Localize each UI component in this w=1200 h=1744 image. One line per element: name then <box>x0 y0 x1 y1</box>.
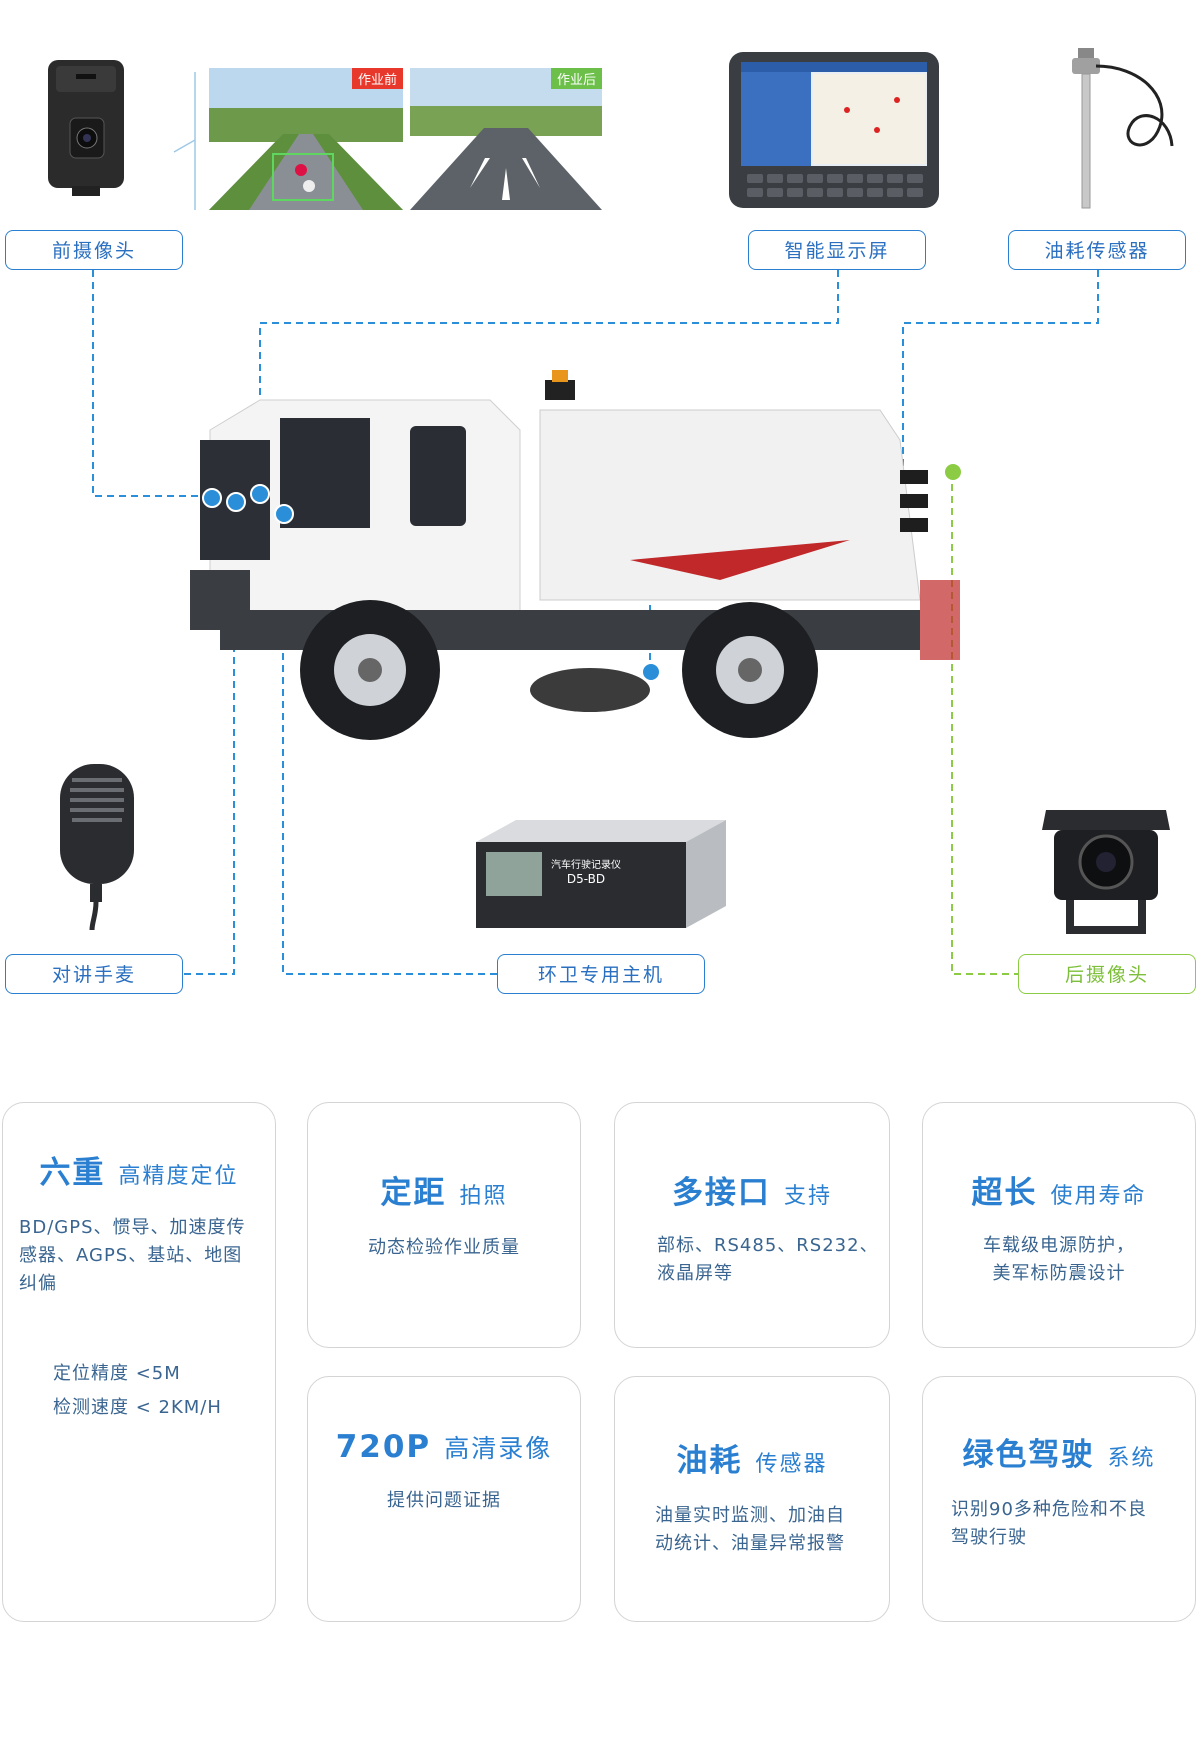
card-positioning-big: 六重 <box>39 1155 106 1191</box>
card-video-head: 720P 高清录像 <box>308 1429 580 1465</box>
card-fuel-desc1: 油量实时监测、加油自 <box>655 1505 845 1526</box>
card-video-desc1: 提供问题证据 <box>387 1490 501 1511</box>
dot-5 <box>641 662 661 682</box>
label-intercom-mic: 对讲手麦 <box>5 954 183 994</box>
label-fuel-sensor: 油耗传感器 <box>1008 230 1186 270</box>
dot-2 <box>226 492 246 512</box>
card-positioning-spec1: 定位精度 <5M <box>53 1363 181 1384</box>
card-lifetime-desc2: 美军标防震设计 <box>992 1263 1126 1284</box>
card-fuel: 油耗 传感器 油量实时监测、加油自 动统计、油量异常报警 <box>614 1376 890 1622</box>
card-lifetime-small: 使用寿命 <box>1050 1184 1147 1209</box>
label-rear-camera: 后摄像头 <box>1018 954 1196 994</box>
smart-display-image <box>727 50 941 210</box>
card-lifetime: 超长 使用寿命 车载级电源防护， 美军标防震设计 <box>922 1102 1196 1348</box>
card-interface-desc2: 液晶屏等 <box>657 1263 733 1284</box>
card-positioning-head: 六重 高精度定位 <box>3 1147 275 1192</box>
card-photo-head: 定距 拍照 <box>308 1167 580 1212</box>
card-photo-desc1: 动态检验作业质量 <box>368 1237 520 1258</box>
card-driving-head: 绿色驾驶 系统 <box>923 1429 1195 1474</box>
card-interface-desc1: 部标、RS485、RS232、 <box>657 1235 879 1256</box>
label-host-unit: 环卫专用主机 <box>497 954 705 994</box>
card-fuel-big: 油耗 <box>676 1443 743 1479</box>
card-interface-head: 多接口 支持 <box>615 1167 889 1212</box>
after-work-tag: 作业后 <box>550 68 602 89</box>
card-fuel-desc2: 动统计、油量异常报警 <box>655 1533 845 1554</box>
before-work-tag: 作业前 <box>351 68 403 89</box>
rear-camera-image <box>1036 806 1176 940</box>
card-driving: 绿色驾驶 系统 识别90多种危险和不良 驾驶行驶 <box>922 1376 1196 1622</box>
card-positioning: 六重 高精度定位 BD/GPS、惯导、加速度传感器、AGPS、基站、地图纠偏 定… <box>2 1102 276 1622</box>
intercom-mic-image <box>52 760 142 930</box>
host-unit-faceplate-line2: D5-BD <box>566 872 606 886</box>
card-positioning-spec2: 检测速度 < 2KM/H <box>53 1397 222 1418</box>
card-video-big: 720P <box>335 1429 432 1465</box>
fuel-sensor-image <box>1060 46 1180 212</box>
card-positioning-desc: BD/GPS、惯导、加速度传感器、AGPS、基站、地图纠偏 <box>19 1217 246 1294</box>
card-interface-small: 支持 <box>784 1184 833 1209</box>
card-lifetime-head: 超长 使用寿命 <box>923 1167 1195 1212</box>
dot-1 <box>202 488 222 508</box>
card-driving-big: 绿色驾驶 <box>962 1437 1095 1473</box>
sweeper-truck-image <box>160 370 1010 790</box>
dot-green <box>943 462 963 482</box>
dot-4 <box>274 504 294 524</box>
card-photo-small: 拍照 <box>459 1184 508 1209</box>
dot-3 <box>250 484 270 504</box>
card-driving-desc2: 驾驶行驶 <box>951 1527 1027 1548</box>
after-work-image: 作业后 <box>410 68 602 210</box>
before-work-image: 作业前 <box>209 68 403 210</box>
card-fuel-small: 传感器 <box>755 1452 828 1477</box>
card-photo: 定距 拍照 动态检验作业质量 <box>307 1102 581 1348</box>
card-lifetime-big: 超长 <box>971 1175 1038 1211</box>
card-photo-big: 定距 <box>380 1175 447 1211</box>
card-positioning-small: 高精度定位 <box>118 1164 239 1189</box>
card-driving-desc1: 识别90多种危险和不良 <box>951 1499 1147 1520</box>
card-fuel-head: 油耗 传感器 <box>615 1435 889 1480</box>
card-interface-big: 多接口 <box>671 1175 771 1211</box>
card-driving-small: 系统 <box>1107 1446 1156 1471</box>
label-smart-display: 智能显示屏 <box>748 230 926 270</box>
card-video-small: 高清录像 <box>444 1434 553 1463</box>
card-video: 720P 高清录像 提供问题证据 <box>307 1376 581 1622</box>
front-camera-image <box>42 56 130 196</box>
host-unit-faceplate-line1: 汽车行驶记录仪 <box>551 860 621 871</box>
card-interface: 多接口 支持 部标、RS485、RS232、 液晶屏等 <box>614 1102 890 1348</box>
host-unit-image: 汽车行驶记录仪 D5-BD <box>476 820 726 932</box>
card-lifetime-desc1: 车载级电源防护， <box>983 1235 1135 1256</box>
label-front-camera: 前摄像头 <box>5 230 183 270</box>
